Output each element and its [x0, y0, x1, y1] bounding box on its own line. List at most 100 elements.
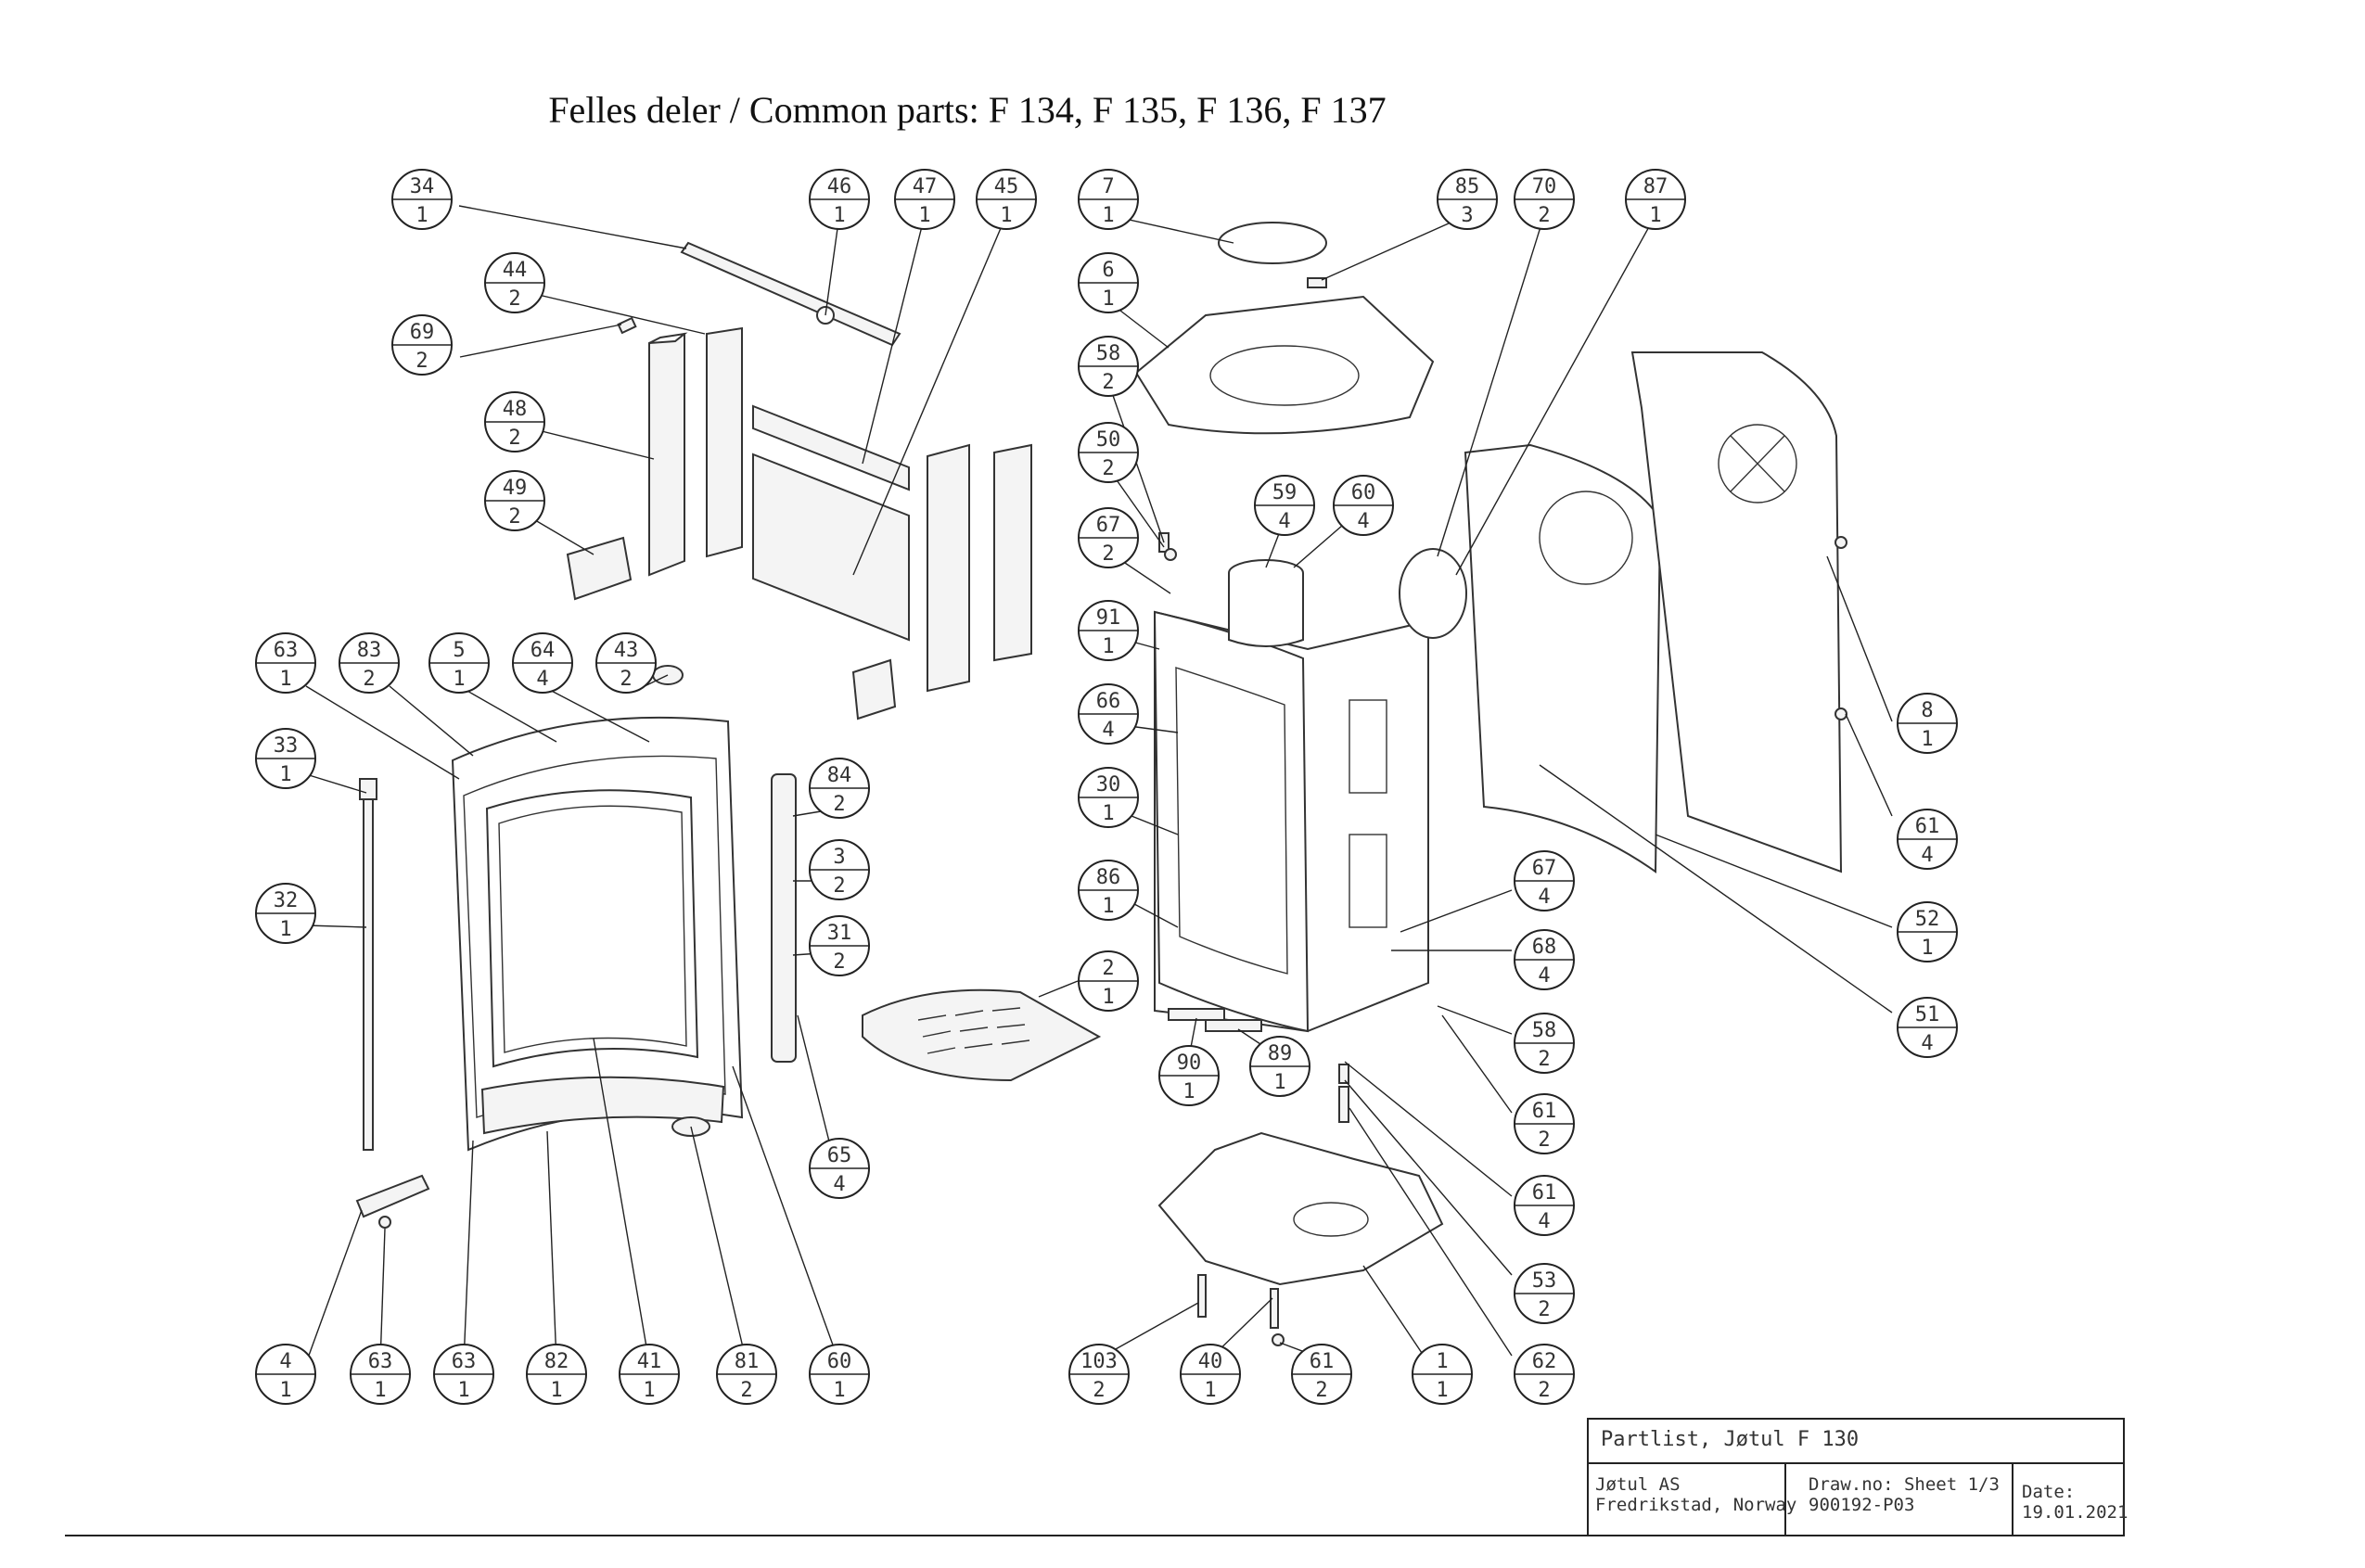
callout-40-34: 401: [1180, 1344, 1241, 1405]
callout-65-50: 654: [809, 1138, 870, 1199]
date-value: 19.01.2021: [2022, 1502, 2128, 1523]
callout-59-15: 594: [1254, 475, 1315, 536]
callout-quantity: 1: [1102, 287, 1114, 311]
callout-69-5: 692: [391, 314, 453, 376]
part-31-door-strip: [771, 773, 797, 1063]
callout-68-26: 684: [1514, 929, 1575, 990]
callout-61-37: 614: [1897, 809, 1958, 870]
part-82-door-trim: [480, 1076, 725, 1135]
callout-part-number: 65: [827, 1144, 852, 1167]
callout-quantity: 2: [1102, 542, 1114, 566]
callout-quantity: 1: [1102, 802, 1114, 825]
callout-part-number: 1: [1436, 1350, 1448, 1373]
callout-quantity: 2: [1102, 457, 1114, 480]
callout-part-number: 81: [735, 1350, 760, 1373]
part-62-screw: [1338, 1086, 1349, 1123]
callout-quantity: 2: [508, 427, 520, 450]
callout-bubbles: 3414614714514426924824927185370287161582…: [255, 169, 1958, 1405]
callout-part-number: 44: [503, 259, 528, 282]
callout-part-number: 67: [1532, 857, 1557, 880]
callout-part-number: 4: [279, 1350, 291, 1373]
part-89-runner: [1205, 1019, 1262, 1032]
callout-part-number: 63: [368, 1350, 393, 1373]
callout-60-57: 601: [809, 1344, 870, 1405]
callout-86-21: 861: [1078, 860, 1139, 921]
callout-61-29: 614: [1514, 1175, 1575, 1236]
callout-34-0: 341: [391, 169, 453, 230]
callout-part-number: 8: [1921, 699, 1933, 722]
callout-quantity: 3: [1461, 204, 1473, 227]
callout-quantity: 2: [1538, 1298, 1550, 1321]
callout-67-17: 672: [1078, 507, 1139, 568]
callout-part-number: 6: [1102, 259, 1114, 282]
callout-quantity: 1: [1102, 635, 1114, 658]
callout-part-number: 40: [1198, 1350, 1223, 1373]
door-assembly-group: [355, 665, 797, 1229]
callout-48-6: 482: [484, 391, 545, 453]
body-window: [1175, 667, 1288, 975]
callout-84-46: 842: [809, 758, 870, 819]
callout-52-38: 521: [1897, 901, 1958, 962]
callout-quantity: 1: [918, 204, 930, 227]
cross-line-2: [1730, 435, 1785, 492]
callout-quantity: 1: [453, 668, 465, 691]
callout-47-2: 471: [894, 169, 955, 230]
callout-quantity: 4: [833, 1173, 845, 1196]
liner-parts-group: [566, 241, 1032, 720]
callout-quantity: 4: [1357, 510, 1369, 533]
callout-quantity: 4: [1538, 1210, 1550, 1233]
part-47-back-liner: [752, 404, 910, 491]
part-33-hinge-top: [359, 778, 377, 800]
callout-60-16: 604: [1333, 475, 1394, 536]
callout-82-54: 821: [526, 1344, 587, 1405]
callout-part-number: 45: [994, 175, 1019, 198]
callout-quantity: 1: [1102, 204, 1114, 227]
callout-part-number: 83: [357, 639, 382, 662]
body-side-opening-1: [1349, 699, 1387, 794]
part-69-pin: [617, 316, 637, 335]
callout-45-3: 451: [976, 169, 1037, 230]
callout-quantity: 1: [279, 1379, 291, 1402]
callout-58-27: 582: [1514, 1013, 1575, 1074]
part-103-leg: [1197, 1274, 1207, 1318]
callout-5-42: 51: [428, 632, 490, 694]
callout-quantity: 1: [374, 1379, 386, 1402]
page-title: Felles deler / Common parts: F 134, F 13…: [0, 88, 2365, 132]
callout-part-number: 50: [1096, 428, 1121, 452]
callout-part-number: 5: [453, 639, 465, 662]
side-panel-opening: [1539, 491, 1633, 585]
callout-quantity: 2: [833, 950, 845, 974]
callout-quantity: 1: [1649, 204, 1661, 227]
callout-quantity: 4: [1538, 886, 1550, 909]
part-liner-right-b: [993, 443, 1032, 662]
callout-part-number: 61: [1310, 1350, 1335, 1373]
part-70-plate: [1399, 548, 1467, 639]
part-45-back-liner: [752, 453, 910, 642]
part-61-nut-right-2: [1834, 708, 1847, 720]
title-block-box: [1587, 1418, 2125, 1536]
top-plate-opening: [1209, 345, 1360, 406]
callout-63-52: 631: [350, 1344, 411, 1405]
callout-8-36: 81: [1897, 693, 1958, 754]
callout-85-9: 853: [1437, 169, 1498, 230]
callout-quantity: 1: [1921, 728, 1933, 751]
callout-4-51: 41: [255, 1344, 316, 1405]
drawno-line-2: 900192-P03: [1809, 1495, 1915, 1515]
callout-89-24: 891: [1249, 1036, 1310, 1097]
part-7-lid: [1218, 222, 1327, 264]
callout-part-number: 41: [637, 1350, 662, 1373]
callout-quantity: 4: [1921, 1032, 1933, 1055]
callout-part-number: 2: [1102, 957, 1114, 980]
drawno-line-1: Draw.no: Sheet 1/3: [1809, 1474, 2000, 1495]
callout-quantity: 4: [1278, 510, 1290, 533]
callout-quantity: 1: [833, 1379, 845, 1402]
callout-part-number: 32: [274, 889, 299, 912]
callout-part-number: 48: [503, 398, 528, 421]
callout-part-number: 63: [452, 1350, 477, 1373]
title-block-heading: Partlist, Jøtul F 130: [1601, 1428, 1860, 1451]
title-block-company: Jøtul AS Fredrikstad, Norway: [1595, 1474, 1796, 1515]
callout-33-45: 331: [255, 728, 316, 789]
callout-44-4: 442: [484, 252, 545, 313]
callout-quantity: 2: [740, 1379, 752, 1402]
